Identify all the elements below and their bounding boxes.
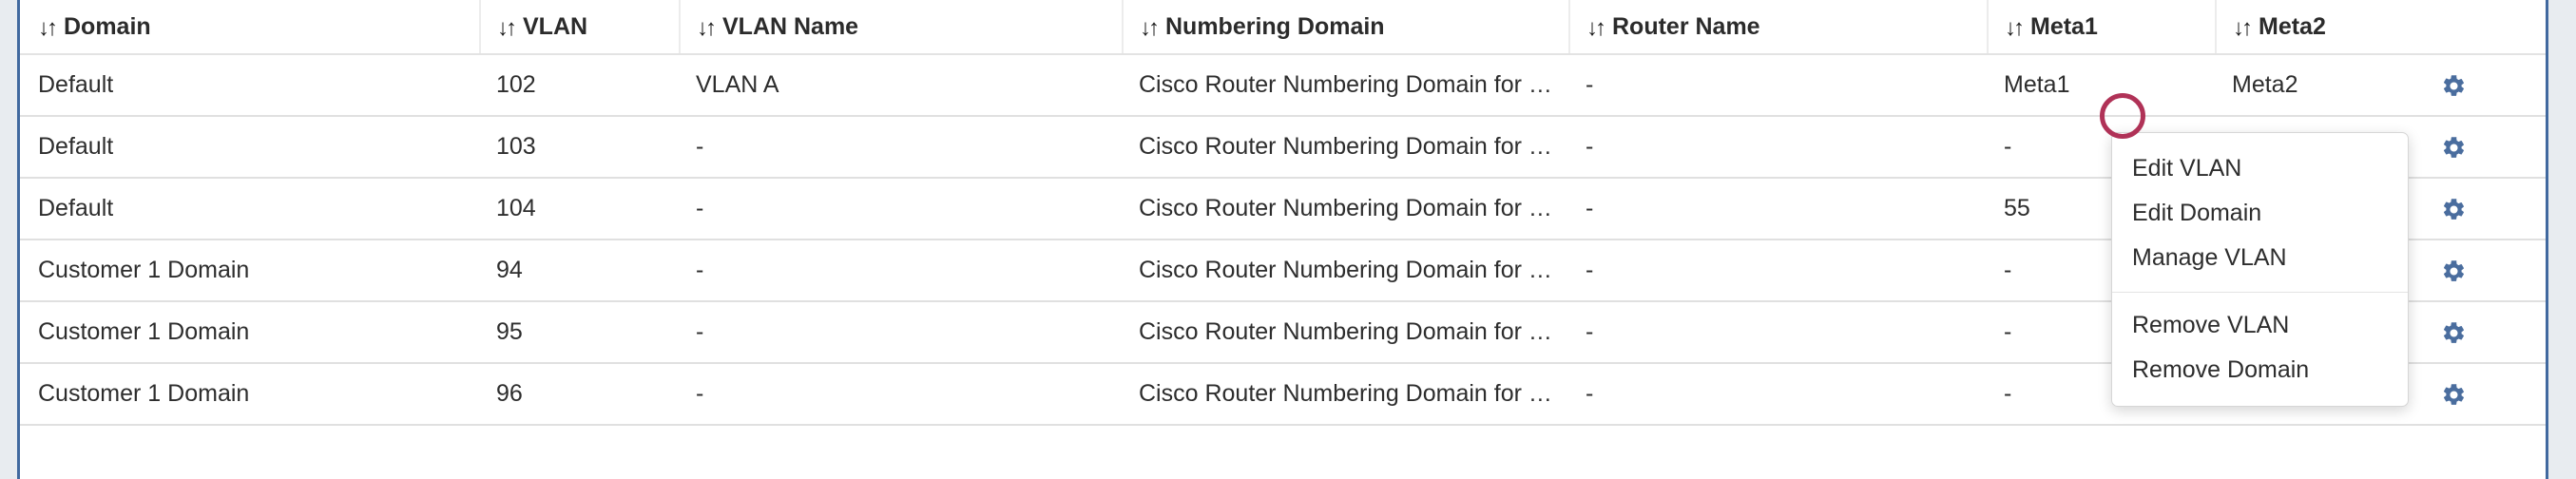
column-header-vlan-name[interactable]: ↓↑VLAN Name [679, 0, 1123, 55]
cell-vlan-name: - [680, 178, 1123, 240]
cell-domain: Default [20, 116, 480, 179]
menu-item-remove-vlan[interactable]: Remove VLAN [2132, 312, 2290, 338]
cell-meta1: Meta1 [1988, 54, 2216, 117]
cell-router-name: - [1569, 363, 1988, 426]
gear-icon[interactable] [2441, 197, 2467, 222]
sort-updown-icon[interactable]: ↓↑ [1586, 14, 1606, 41]
cell-vlan-name: VLAN A [680, 54, 1123, 117]
cell-meta2: Meta2 [2216, 54, 2425, 117]
cell-numbering-domain: Cisco Router Numbering Domain for … [1123, 363, 1569, 426]
cell-numbering-domain: Cisco Router Numbering Domain for … [1123, 301, 1569, 364]
cell-domain: Default [20, 178, 480, 240]
header-row: ↓↑Domain ↓↑VLAN ↓↑VLAN Name ↓↑Numbering … [20, 0, 2546, 55]
gear-icon[interactable] [2441, 135, 2467, 161]
table-row[interactable]: Default 103 - Cisco Router Numbering Dom… [20, 116, 2546, 179]
column-header-label: Meta2 [2259, 12, 2326, 40]
table-body: Default 102 VLAN A Cisco Router Numberin… [20, 54, 2546, 426]
column-header-vlan[interactable]: ↓↑VLAN [479, 0, 680, 55]
column-header-meta1[interactable]: ↓↑Meta1 [1987, 0, 2216, 55]
cell-vlan: 96 [480, 363, 680, 426]
cell-domain: Default [20, 54, 480, 117]
column-header-router-name[interactable]: ↓↑Router Name [1568, 0, 1988, 55]
cell-vlan-name: - [680, 240, 1123, 302]
sort-updown-icon[interactable]: ↓↑ [2233, 14, 2253, 41]
right-frame-rule [2546, 0, 2548, 479]
cell-vlan: 94 [480, 240, 680, 302]
menu-item-manage-vlan[interactable]: Manage VLAN [2132, 244, 2287, 271]
table-row[interactable]: Customer 1 Domain 94 - Cisco Router Numb… [20, 240, 2546, 302]
column-header-label: Router Name [1612, 12, 1760, 40]
column-header-label: Meta1 [2030, 12, 2098, 40]
sort-updown-icon[interactable]: ↓↑ [38, 14, 58, 41]
sort-updown-icon[interactable]: ↓↑ [497, 14, 517, 41]
cell-vlan: 104 [480, 178, 680, 240]
menu-item-edit-domain[interactable]: Edit Domain [2132, 200, 2262, 226]
menu-item-remove-domain[interactable]: Remove Domain [2132, 356, 2310, 383]
sort-updown-icon[interactable]: ↓↑ [697, 14, 717, 41]
table-row[interactable]: Default 102 VLAN A Cisco Router Numberin… [20, 54, 2546, 117]
sort-updown-icon[interactable]: ↓↑ [1140, 14, 1160, 41]
column-header-numbering-domain[interactable]: ↓↑Numbering Domain [1122, 0, 1569, 55]
cell-actions[interactable] [2425, 116, 2546, 179]
column-header-meta2[interactable]: ↓↑Meta2 [2215, 0, 2425, 55]
cell-router-name: - [1569, 178, 1988, 240]
column-header-label: VLAN [523, 12, 588, 40]
content-pane: ↓↑Domain ↓↑VLAN ↓↑VLAN Name ↓↑Numbering … [20, 0, 2546, 479]
table-row[interactable]: Default 104 - Cisco Router Numbering Dom… [20, 178, 2546, 240]
menu-item-edit-vlan[interactable]: Edit VLAN [2132, 155, 2242, 182]
column-header-actions [2425, 0, 2546, 55]
sort-updown-icon[interactable]: ↓↑ [2005, 14, 2025, 41]
cell-router-name: - [1569, 301, 1988, 364]
cell-actions[interactable] [2425, 54, 2546, 117]
column-header-label: Numbering Domain [1165, 12, 1385, 40]
cell-domain: Customer 1 Domain [20, 301, 480, 364]
cell-vlan: 103 [480, 116, 680, 179]
cell-numbering-domain: Cisco Router Numbering Domain for … [1123, 240, 1569, 302]
cell-router-name: - [1569, 54, 1988, 117]
cell-domain: Customer 1 Domain [20, 363, 480, 426]
cell-numbering-domain: Cisco Router Numbering Domain for … [1123, 54, 1569, 117]
row-actions-context-menu[interactable]: Edit VLAN Edit Domain Manage VLAN Remove… [2111, 132, 2409, 407]
cell-vlan-name: - [680, 363, 1123, 426]
cell-vlan-name: - [680, 116, 1123, 179]
cell-numbering-domain: Cisco Router Numbering Domain for … [1123, 116, 1569, 179]
cell-vlan: 95 [480, 301, 680, 364]
column-header-label: Domain [64, 12, 151, 40]
cell-actions[interactable] [2425, 178, 2546, 240]
gear-icon[interactable] [2441, 320, 2467, 346]
cell-domain: Customer 1 Domain [20, 240, 480, 302]
column-header-label: VLAN Name [722, 12, 859, 40]
column-header-domain[interactable]: ↓↑Domain [20, 0, 480, 55]
cell-vlan: 102 [480, 54, 680, 117]
gear-icon[interactable] [2441, 259, 2467, 284]
vlan-table: ↓↑Domain ↓↑VLAN ↓↑VLAN Name ↓↑Numbering … [20, 0, 2546, 426]
gear-icon[interactable] [2441, 382, 2467, 408]
left-frame-rule [17, 0, 20, 479]
cell-router-name: - [1569, 116, 1988, 179]
cell-vlan-name: - [680, 301, 1123, 364]
cell-router-name: - [1569, 240, 1988, 302]
cell-numbering-domain: Cisco Router Numbering Domain for … [1123, 178, 1569, 240]
cell-actions[interactable] [2425, 301, 2546, 364]
gear-icon[interactable] [2441, 73, 2467, 99]
cell-actions[interactable] [2425, 240, 2546, 302]
menu-divider [2112, 292, 2408, 293]
cell-actions[interactable] [2425, 363, 2546, 426]
table-header: ↓↑Domain ↓↑VLAN ↓↑VLAN Name ↓↑Numbering … [20, 0, 2546, 55]
